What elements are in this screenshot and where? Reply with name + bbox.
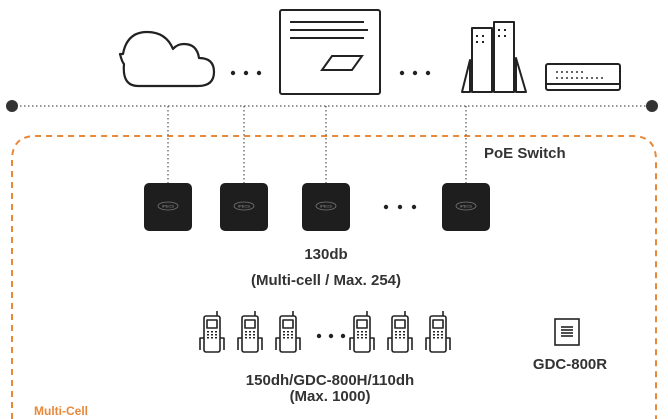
base-station-badge: iPECS [460,204,472,209]
dect-handset-icon [425,310,451,353]
dots-handsets [316,333,346,339]
dect-handset-icon [275,310,301,353]
base-station-1: iPECS [144,183,192,231]
network-switch-icon [545,63,621,91]
backbone-end-right [646,100,658,112]
multi-cell-group-border [11,135,657,419]
repeater-model-label: GDC-800R [532,356,608,373]
server-icon [461,21,527,93]
handset-models-label: 150dh/GDC-800H/110dh [245,372,415,389]
pbx-icon [279,9,381,95]
multi-cell-group-label: Multi-Cell [34,404,88,418]
base-station-badge: iPECS [162,204,174,209]
base-station-drop-lines [167,106,467,183]
base-station-3: iPECS [302,183,350,231]
repeater-icon [554,318,580,346]
base-station-2: iPECS [220,183,268,231]
base-station-capacity-label: (Multi-cell / Max. 254) [250,272,402,289]
handset-capacity-label: (Max. 1000) [289,388,371,405]
dots-base-stations [383,204,417,210]
base-station-badge: iPECS [238,204,250,209]
dect-handset-icon [237,310,263,353]
backbone-end-left [6,100,18,112]
dect-handset-icon [199,311,225,353]
dots-pbx-server [399,70,431,76]
poe-switch-label: PoE Switch [484,145,566,162]
base-station-4: iPECS [442,183,490,231]
dect-handset-icon [349,310,375,353]
base-station-model-label: 130db [304,246,348,263]
dect-handset-icon [387,310,413,353]
dots-cloud-pbx [230,70,262,76]
cloud-icon [118,30,216,88]
base-station-badge: iPECS [320,204,332,209]
